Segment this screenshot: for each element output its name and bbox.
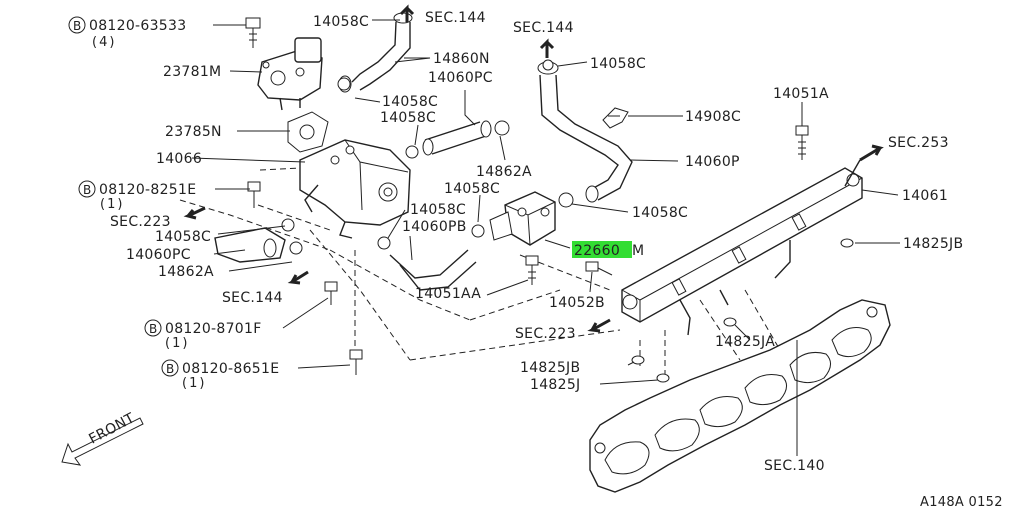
hose-14060pc-upper — [422, 120, 492, 156]
callout-08120-8651e: B 08120-8651E (1) — [161, 359, 279, 391]
label-sec144-top: SEC.144 — [425, 10, 486, 26]
intake-manifold — [589, 299, 891, 493]
callout-22660m: 22660 M — [572, 241, 644, 259]
svg-text:B: B — [83, 183, 92, 197]
callout-08120-63533: B 08120-63533 (4) — [68, 16, 186, 50]
label-14051aa: 14051AA — [415, 286, 481, 302]
callout-08120-8701f: B 08120-8701F (1) — [144, 319, 262, 351]
hose-clamps — [281, 59, 574, 255]
label-14862a-left: 14862A — [158, 264, 214, 280]
label-sec144-left: SEC.144 — [222, 290, 283, 306]
control-valve-22660m — [489, 191, 556, 246]
arrow-sec144-top — [399, 4, 415, 22]
egr-valve — [257, 37, 323, 111]
label-14061: 14061 — [902, 188, 948, 204]
gasket-23785n — [287, 111, 329, 153]
label-14825jb-bot: 14825JB — [520, 360, 580, 376]
direction-arrows — [61, 4, 884, 466]
label-14825jb-right: 14825JB — [903, 236, 963, 252]
svg-text:22660: 22660 — [574, 243, 620, 259]
bolt-14051aa — [525, 255, 539, 285]
svg-text:(1): (1) — [165, 336, 189, 351]
label-14825ja: 14825JA — [715, 334, 775, 350]
label-sec253: SEC.253 — [888, 135, 949, 151]
label-14058c-top: 14058C — [313, 14, 369, 30]
label-14825j: 14825J — [530, 377, 580, 393]
svg-text:(4): (4) — [92, 35, 116, 50]
svg-text:M: M — [632, 243, 644, 259]
arrow-sec223-left — [183, 206, 206, 220]
label-14060pc-top: 14060PC — [428, 70, 493, 86]
arrow-sec253 — [859, 144, 884, 162]
svg-text:(1): (1) — [100, 197, 124, 212]
svg-text:B: B — [73, 19, 82, 33]
label-14058c-low: 14058C — [410, 202, 466, 218]
fuel-rail — [621, 159, 863, 336]
label-sec223-left: SEC.223 — [110, 214, 171, 230]
label-14862a-mid: 14862A — [476, 164, 532, 180]
label-14058c-mid1: 14058C — [382, 94, 438, 110]
bolt-14051a — [795, 125, 809, 160]
label-14058c-far: 14058C — [632, 205, 688, 221]
arrow-sec144-right — [539, 38, 555, 58]
front-arrow — [61, 417, 144, 466]
label-14860n: 14860N — [433, 51, 490, 67]
svg-text:B: B — [149, 322, 158, 336]
leader-lines — [191, 19, 900, 456]
svg-text:08120-63533: 08120-63533 — [89, 18, 186, 34]
clip-14908c — [602, 107, 629, 129]
label-14058c-right: 14058C — [590, 56, 646, 72]
label-23781m: 23781M — [163, 64, 221, 80]
label-14058c-mid3: 14058C — [444, 181, 500, 197]
svg-text:B: B — [166, 362, 175, 376]
arrow-sec223-mid — [587, 318, 611, 333]
hose-14060p — [537, 61, 633, 203]
svg-text:08120-8651E: 08120-8651E — [182, 361, 279, 377]
highlight-22660 — [572, 241, 632, 258]
label-14058c-mid2: 14058C — [380, 110, 436, 126]
label-14060pb: 14060PB — [402, 219, 467, 235]
gaskets-14825 — [631, 238, 854, 383]
label-sec223-mid: SEC.223 — [515, 326, 576, 342]
callouts: B 08120-63533 (4) 23781M 23785N 14066 B … — [68, 10, 1003, 510]
svg-text:08120-8251E: 08120-8251E — [99, 182, 196, 198]
hose-14060pb — [389, 249, 477, 291]
label-14058c-left: 14058C — [155, 229, 211, 245]
label-sec144-right: SEC.144 — [513, 20, 574, 36]
bolt-8651e — [349, 349, 363, 375]
label-14051a: 14051A — [773, 86, 829, 102]
label-14052b: 14052B — [549, 295, 605, 311]
bolt-14052b — [585, 261, 613, 276]
assembly-guide-lines — [179, 167, 781, 375]
bolt-8701f — [324, 281, 338, 305]
diagram-code: A148A 0152 — [920, 495, 1003, 510]
bolt-63533 — [245, 17, 261, 48]
arrow-sec144-left — [287, 270, 309, 285]
label-23785n: 23785N — [165, 124, 222, 140]
svg-text:(1): (1) — [182, 376, 206, 391]
svg-text:08120-8701F: 08120-8701F — [165, 321, 262, 337]
callout-08120-8251e: B 08120-8251E (1) — [78, 180, 196, 212]
egr-passage — [299, 139, 411, 239]
label-sec140: SEC.140 — [764, 458, 825, 474]
bolt-8251e — [247, 181, 261, 208]
label-14066: 14066 — [156, 151, 202, 167]
label-14908c: 14908C — [685, 109, 741, 125]
label-14060pc-left: 14060PC — [126, 247, 191, 263]
label-14060p: 14060P — [685, 154, 740, 170]
